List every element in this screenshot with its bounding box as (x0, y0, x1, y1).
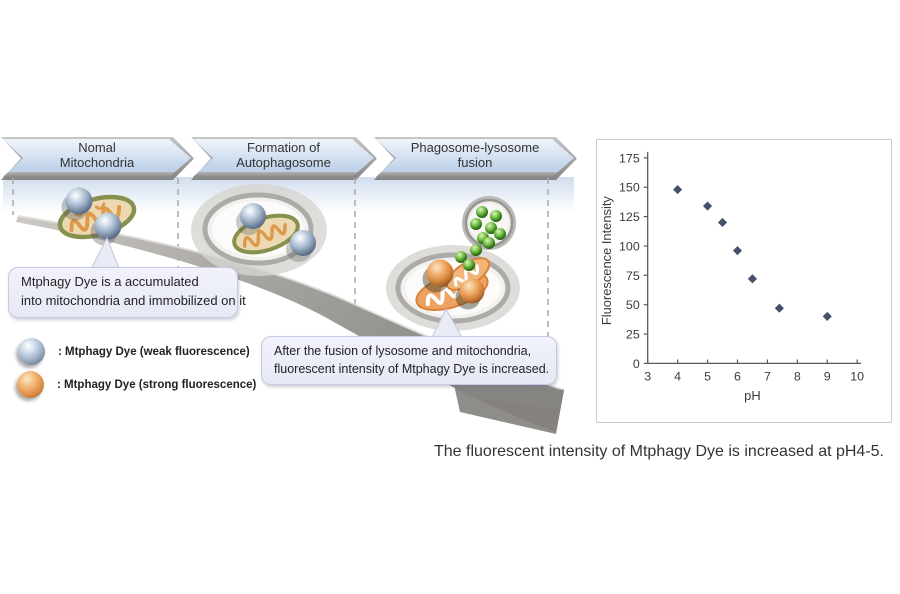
x-tick-label: 6 (734, 369, 741, 383)
data-point (673, 185, 683, 195)
strong-dye-sphere-icon (17, 371, 44, 398)
weak-dye-sphere-icon (18, 338, 45, 365)
legend-label: : Mtphagy Dye (weak fluorescence) (58, 345, 250, 358)
lysosome-illustration (462, 196, 516, 250)
y-tick-label: 125 (619, 210, 640, 224)
y-axis-title: Fluorescence Intensity (599, 196, 614, 326)
y-tick-label: 50 (626, 298, 640, 312)
callout-text-line: fluorescent intensity of Mtphagy Dye is … (274, 362, 550, 377)
x-tick-label: 3 (644, 369, 651, 383)
x-tick-label: 8 (794, 369, 801, 383)
legend-item-strong-fluorescence: : Mtphagy Dye (strong fluorescence) (17, 371, 256, 398)
banner-bottom-strip (376, 172, 574, 177)
weak-dye-sphere (94, 212, 122, 240)
weak-dye-sphere (65, 187, 93, 215)
data-point (774, 303, 784, 313)
figure-caption: The fluorescent intensity of Mtphagy Dye… (434, 443, 884, 460)
legend-label: : Mtphagy Dye (strong fluorescence) (57, 378, 257, 391)
x-tick-label: 4 (674, 369, 681, 383)
y-tick-label: 25 (626, 328, 640, 342)
stage-banner-normal-mitochondria: Nomal Mitochondria (3, 139, 191, 177)
x-tick-label: 9 (824, 369, 831, 383)
acidified-mitochondrion (445, 257, 491, 291)
banner-bottom-strip (3, 172, 191, 177)
data-point (732, 246, 743, 256)
data-point (717, 217, 728, 228)
legend-item-weak-fluorescence: : Mtphagy Dye (weak fluorescence) (18, 338, 250, 365)
data-point (747, 274, 758, 284)
y-tick-label: 100 (619, 239, 640, 253)
pathway-diagram (12, 178, 565, 434)
normal-mitochondrion-illustration (57, 187, 137, 246)
phagolysosome-illustration (386, 196, 520, 331)
callout-text-line: After the fusion of lysosome and mitocho… (274, 344, 532, 358)
x-tick-label: 10 (850, 369, 864, 383)
y-tick-label: 75 (626, 269, 640, 283)
x-tick-label: 5 (704, 369, 711, 383)
autophagosome-illustration (191, 184, 327, 276)
y-tick-label: 150 (619, 181, 640, 195)
ribbon-end-wedge (452, 376, 564, 434)
callout-text-line: into mitochondria and immobilized on it (21, 292, 246, 308)
banner-bottom-strip (193, 172, 374, 177)
strong-dye-sphere (426, 259, 454, 287)
ph-fluorescence-chart: 0 25 50 75 100 125 150 175 3 4 5 6 7 8 9 10 pH Fluorescen… (596, 139, 892, 423)
data-point (822, 311, 832, 322)
banner-label: Formation of Autophagosome (236, 139, 331, 170)
weak-dye-sphere (290, 230, 316, 256)
x-axis-title: pH (744, 388, 760, 403)
released-dye-spheres (455, 237, 495, 271)
y-tick-label: 175 (619, 151, 640, 165)
weak-dye-sphere (240, 203, 266, 229)
banner-label: Phagosome-lysosome fusion (410, 139, 540, 170)
stage-banner-fusion: Phagosome-lysosome fusion (376, 139, 574, 177)
y-tick-label: 0 (633, 357, 640, 371)
banner-label: Nomal Mitochondria (59, 139, 135, 170)
x-tick-label: 7 (764, 369, 771, 383)
lysosome-dye-spheres (470, 206, 506, 244)
callout-text-line: Mtphagy Dye is a accumulated (21, 274, 199, 289)
scatter-plot: 0 25 50 75 100 125 150 175 3 4 5 6 7 8 9 10 pH Fluorescen… (599, 151, 864, 403)
strong-dye-sphere (459, 278, 485, 304)
stage-banner-autophagosome: Formation of Autophagosome (193, 139, 374, 177)
data-point (702, 201, 713, 211)
callout-accumulation: Mtphagy Dye is a accumulated into mitoch… (8, 267, 246, 318)
callout-fusion: After the fusion of lysosome and mitocho… (261, 336, 557, 386)
